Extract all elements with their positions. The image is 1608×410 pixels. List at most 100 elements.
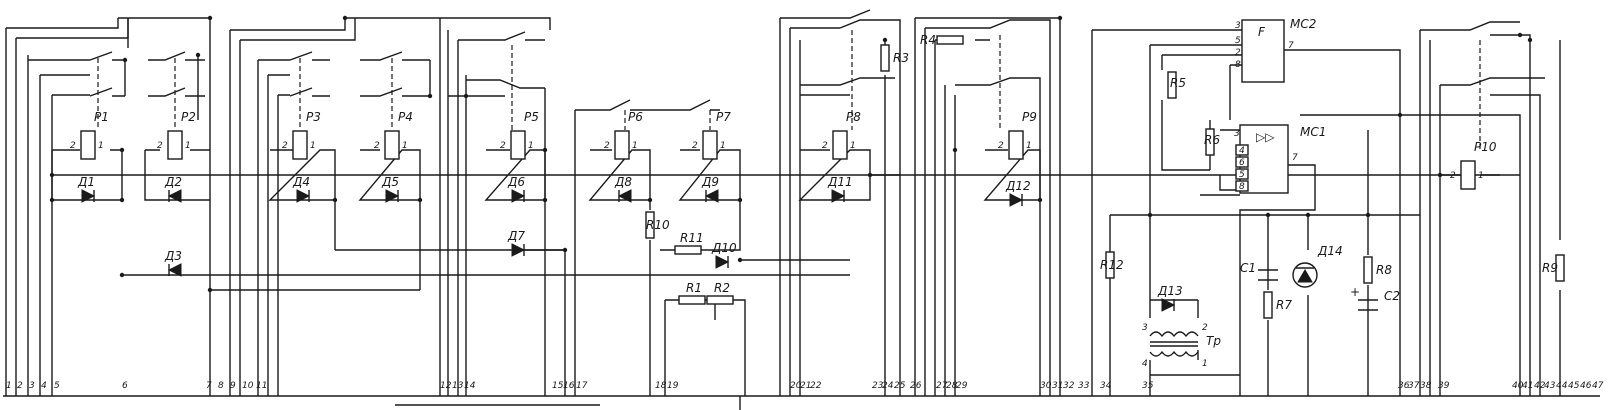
resistor-label: R7 [1276, 298, 1292, 312]
resistor-body [1167, 71, 1177, 99]
coil-pin-right: 1 [185, 141, 191, 151]
junction-dot [49, 172, 55, 178]
diode-9: Д9 [701, 175, 719, 203]
diode-symbol [704, 189, 719, 203]
junction-dot [1147, 212, 1153, 218]
junction-dot [542, 147, 548, 153]
coil-pin-left: 2 [998, 141, 1004, 151]
coil-pin-right: 1 [850, 141, 856, 151]
resistor-body [645, 211, 655, 239]
junction-dot [882, 37, 888, 43]
terminal-number: 24 [882, 381, 894, 391]
junction-dot [1057, 15, 1063, 21]
terminal-number: 11 [256, 381, 267, 391]
junction-dot [952, 147, 958, 153]
relay-coil [702, 130, 718, 160]
chip-mc2-pin: 2 [1235, 48, 1241, 58]
resistor-body [936, 35, 964, 45]
relay-label: P5 [524, 110, 539, 124]
terminal-number: 17 [576, 381, 588, 391]
coil-pin-left: 2 [500, 141, 506, 151]
resistor-12: R12 [1100, 251, 1124, 279]
terminal-number: 6 [122, 381, 128, 391]
relay-label: P3 [306, 110, 321, 124]
terminal-number: 19 [667, 381, 679, 391]
relay-label: P2 [181, 110, 196, 124]
diode-7: Д7 [507, 229, 525, 257]
diode-symbol [617, 189, 632, 203]
resistor-label: R6 [1204, 133, 1220, 147]
terminal-number: 13 [452, 381, 464, 391]
junction-dot [195, 52, 201, 58]
relay-coil [832, 130, 848, 160]
junction-dot [1037, 197, 1043, 203]
diode-1: Д1 [77, 175, 96, 203]
resistor-4: R4 [920, 33, 964, 47]
relay-label: P1 [94, 110, 109, 124]
terminal-number: 23 [872, 381, 884, 391]
transformer-pin: 3 [1142, 323, 1148, 333]
chip-mc2-pin-out: 7 [1288, 41, 1294, 51]
junction-dot [1305, 212, 1311, 218]
chip-mc1-pin: 4 [1239, 146, 1245, 156]
coil-pin-left: 2 [692, 141, 698, 151]
capacitor-c2-label: C2 [1384, 289, 1400, 303]
terminal-number: 9 [230, 381, 236, 391]
diode-8: Д8 [614, 175, 632, 203]
diode-label: Д3 [164, 249, 182, 263]
terminal-number: 8 [218, 381, 224, 391]
transformer-pin: 1 [1202, 359, 1208, 369]
terminal-number: 28 [946, 381, 958, 391]
relay-label: P7 [716, 110, 731, 124]
coil-pin-left: 2 [157, 141, 163, 151]
junction-dot [417, 197, 423, 203]
terminal-number: 38 [1420, 381, 1432, 391]
coil-pin-right: 1 [1478, 171, 1484, 181]
resistor-label: R9 [1542, 261, 1558, 275]
junction-dot [1265, 212, 1271, 218]
terminal-number: 32 [1063, 381, 1075, 391]
terminal-number: 12 [440, 381, 452, 391]
terminal-number: 41 [1522, 381, 1533, 391]
junction-dot [119, 272, 125, 278]
chip-mc2-pin: 8 [1235, 60, 1241, 70]
relay-label: P4 [398, 110, 413, 124]
terminal-number: 10 [242, 381, 254, 391]
resistor-label: R11 [680, 231, 704, 245]
terminal-number: 42 [1534, 381, 1546, 391]
terminal-number: 29 [956, 381, 968, 391]
junction-dot [207, 15, 213, 21]
relay-label: P8 [846, 110, 861, 124]
diode-label: Д13 [1157, 284, 1183, 298]
capacitor-c1-label: C1 [1240, 261, 1256, 275]
diode-symbol [385, 189, 400, 203]
junction-dot [332, 197, 338, 203]
diode-symbol [81, 189, 96, 203]
chip-mc2-label: MC2 [1290, 17, 1316, 31]
terminal-number: 26 [910, 381, 922, 391]
terminal-number: 35 [1142, 381, 1154, 391]
diode-5: Д5 [381, 175, 400, 203]
resistor-label: R5 [1170, 76, 1186, 90]
junction-dot [207, 287, 213, 293]
diode-label: Д4 [292, 175, 310, 189]
junction-dot [1437, 172, 1443, 178]
resistor-label: R8 [1376, 263, 1392, 277]
coil-pin-left: 2 [604, 141, 610, 151]
junction-dot [1365, 212, 1371, 218]
coil-pin-left: 2 [70, 141, 76, 151]
capacitor-c1: C1 [1240, 261, 1278, 281]
chip-mc1-pin-out: 7 [1292, 153, 1298, 163]
diode-label: Д2 [164, 175, 182, 189]
diode-label: Д9 [701, 175, 719, 189]
junction-dot [122, 57, 128, 63]
chip-mc1-pin: 6 [1239, 158, 1245, 168]
terminal-number: 16 [563, 381, 575, 391]
